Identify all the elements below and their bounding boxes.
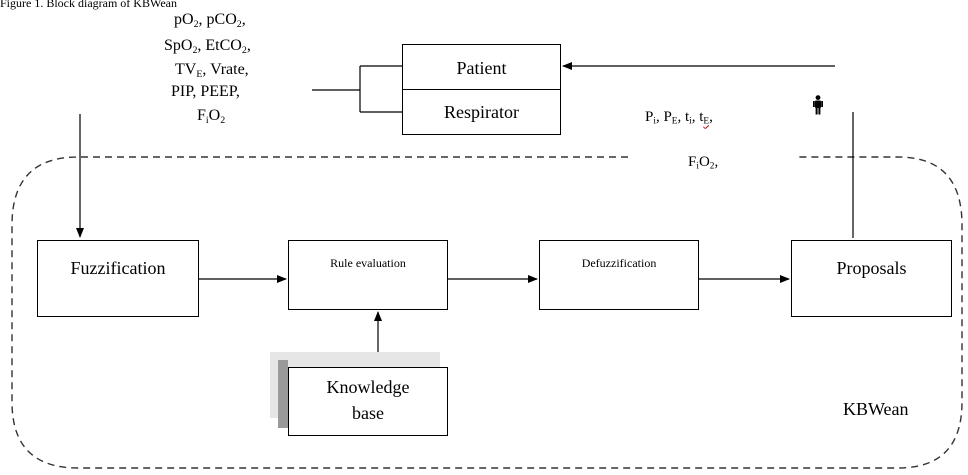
caption-fragment: Figure 1. Block diagram of KBWean [0,0,177,10]
rule-evaluation-block: Rule evaluation [288,240,448,310]
rule-evaluation-label: Rule evaluation [330,256,406,270]
person-icon [813,95,823,115]
input-var-line3: TVE, Vrate, [175,61,249,80]
output-var-line1: Pi, PE, ti, tE, [645,109,713,127]
input-var-line4: PIP, PEEP, [171,83,240,100]
input-var-line1: pO2, pCO2, [174,11,246,30]
fuzzification-block: Fuzzification [37,240,199,317]
knowledge-base-label-line2: base [352,403,384,423]
defuzzification-block: Defuzzification [539,240,699,310]
input-var-line5: FiO2 [197,107,226,126]
respirator-label: Respirator [444,102,519,122]
patient-respirator-block: Patient Respirator [402,44,561,135]
knowledge-base-shadow-dark [278,360,288,428]
fuzzification-label: Fuzzification [70,258,166,278]
output-var-line2: FiO2, [688,154,719,172]
input-var-line2: SpO2, EtCO2, [164,37,251,56]
kbwean-boundary [11,156,963,469]
knowledge-base-label-line1: Knowledge [326,377,410,397]
defuzzification-label: Defuzzification [581,256,657,270]
proposals-block: Proposals [791,240,952,317]
knowledge-base-block: Knowledge base [288,367,448,436]
proposals-label: Proposals [836,258,907,278]
block-divider [403,89,560,90]
kbwean-label: KBWean [843,399,909,419]
patient-label: Patient [456,58,507,78]
